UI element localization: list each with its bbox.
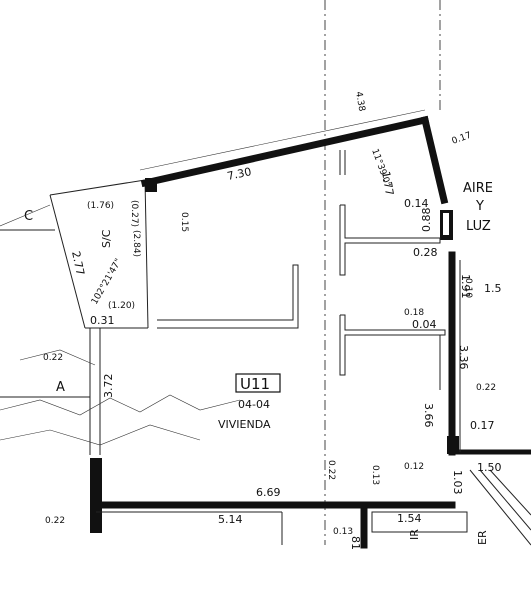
- sc-inner-wall: [144, 179, 149, 329]
- dim-3-72: 3.72: [102, 374, 115, 399]
- dim-2-77: 2.77: [69, 250, 87, 277]
- dim-1-50: 1.50: [477, 461, 502, 474]
- dim-angle-left: 102°21'47": [90, 257, 124, 306]
- top-wall-end: [145, 178, 157, 192]
- unit-sub: 04-04: [238, 398, 270, 411]
- dim-0-13-bottom: 0.13: [333, 527, 353, 537]
- left-bottom-column: [90, 458, 102, 533]
- closet-partition: [157, 264, 299, 329]
- aire-label: AIRE: [463, 181, 493, 196]
- dim-top-wall: 7.30: [226, 165, 253, 183]
- dim-3-66: 3.66: [422, 403, 435, 428]
- aire-luz-column-void: [443, 213, 449, 235]
- dim-ir: IR: [408, 529, 421, 540]
- axis-c-leader: [0, 204, 51, 227]
- right-angled-wall: [420, 115, 449, 205]
- dim-3-36: 3.36: [457, 345, 470, 370]
- partition-lower: [339, 314, 446, 376]
- dim-81: 81: [349, 536, 362, 550]
- left-scribble-2: [0, 424, 201, 446]
- dim-0-17-top: 0.17: [451, 131, 473, 147]
- unit-use: VIVIENDA: [218, 418, 271, 431]
- dim-0-12: 0.12: [404, 462, 424, 472]
- axis-a-label: A: [56, 380, 65, 395]
- dim-sc: S/C: [100, 229, 113, 248]
- lower-right-room: [371, 511, 468, 533]
- dim-0-13-mid: 0.13: [370, 465, 380, 485]
- right-column: [447, 436, 459, 454]
- top-left-envelope: [49, 179, 146, 196]
- dim-0-22-left: 0.22: [43, 353, 63, 363]
- luz-label: LUZ: [466, 219, 491, 234]
- left-scribble-3: [19, 349, 96, 366]
- dim-0-28: 0.28: [413, 246, 438, 259]
- axis-c-label: C: [24, 209, 33, 224]
- partition-middle: [339, 204, 441, 276]
- dim-2-84: (2.84): [131, 230, 141, 257]
- unit-id: U11: [240, 375, 270, 393]
- dim-0-27: (0.27): [129, 200, 139, 227]
- dim-1-5: 1.5: [484, 282, 502, 295]
- dim-0-18: 0.18: [404, 308, 424, 318]
- dim-6-69: 6.69: [256, 486, 281, 499]
- dim-0-22-bottom: 0.22: [45, 516, 65, 526]
- dim-0-04: 0.04: [412, 318, 437, 331]
- dim-1-03: 1.03: [451, 470, 464, 495]
- dim-0-31: 0.31: [90, 314, 115, 327]
- dim-angle-top: 11°39'0": [369, 148, 392, 189]
- stair-hatch-3: [489, 469, 531, 516]
- dim-1-76: (1.76): [87, 201, 114, 211]
- dim-0-17-right: 0.17: [470, 419, 495, 432]
- dim-0-22-right: 0.22: [476, 383, 496, 393]
- dim-5-14: 5.14: [218, 513, 243, 526]
- top-wall: [140, 115, 430, 188]
- dim-0-88: 0.88: [420, 208, 433, 233]
- dim-er: ER: [476, 530, 489, 545]
- y-label: Y: [475, 199, 484, 214]
- left-diagonal-wall: [49, 194, 86, 329]
- dim-1-20: (1.20): [108, 301, 135, 311]
- unit-id-box: [235, 373, 281, 393]
- top-dimension-line: [139, 109, 426, 171]
- dim-0-22-mid: 0.22: [326, 460, 336, 480]
- dim-1-91: 1.91: [459, 274, 472, 299]
- stair-hatch-1: [469, 469, 531, 546]
- dim-0-14: 0.14: [404, 197, 429, 210]
- stair-hatch-2: [479, 469, 531, 531]
- dim-0-10: 0.10: [463, 278, 473, 298]
- left-scribble-1: [0, 394, 241, 416]
- dim-0-15: 0.15: [179, 212, 189, 232]
- dim-1-77: 1.77: [379, 170, 396, 196]
- dim-1-54: 1.54: [397, 512, 422, 525]
- dim-top-small: 4.38: [353, 91, 366, 113]
